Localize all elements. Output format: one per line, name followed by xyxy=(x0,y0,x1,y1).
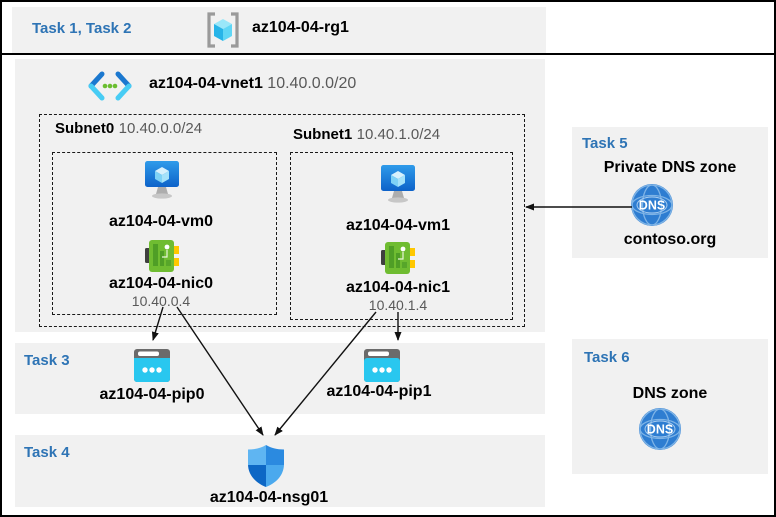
resource-group-icon xyxy=(207,12,239,48)
nic0-name: az104-04-nic0 xyxy=(108,275,214,292)
pip0-name: az104-04-pip0 xyxy=(99,386,205,403)
vnet-container: az104-04-vnet1 10.40.0.0/20 Subnet0 10.4… xyxy=(15,59,545,332)
task6-box: Task 6 DNS zone DNS xyxy=(572,339,768,474)
pip0-public-ip-icon xyxy=(134,349,170,382)
subnet0-box xyxy=(52,152,277,315)
vm1-vm-icon xyxy=(381,165,415,203)
dns-zone-title: DNS zone xyxy=(632,385,708,402)
subnet1-name: Subnet1 xyxy=(293,126,353,143)
private-dns-zone-title: Private DNS zone xyxy=(603,159,737,176)
task3-label: Task 3 xyxy=(24,352,70,369)
task6-label: Task 6 xyxy=(584,349,630,366)
task3-band: Task 3 az104-04-pip0 az104-04-pip1 xyxy=(15,343,545,414)
nsg-name: az104-04-nsg01 xyxy=(209,489,329,506)
private-dns-zone-name: contoso.org xyxy=(623,231,717,248)
nic0-nic-icon xyxy=(145,240,179,272)
subnet1-header: Subnet1 10.40.1.0/24 xyxy=(293,126,440,144)
nic1-ip: 10.40.1.4 xyxy=(368,297,428,313)
task5-box: Task 5 Private DNS zone DNS contoso.org xyxy=(572,127,768,258)
resource-group-name: az104-04-rg1 xyxy=(252,19,349,36)
task4-label: Task 4 xyxy=(24,444,70,461)
vm0-vm-icon xyxy=(145,161,179,199)
nic1-name: az104-04-nic1 xyxy=(345,279,451,296)
task5-label: Task 5 xyxy=(582,135,628,152)
vnet-icon xyxy=(88,71,132,101)
vnet-name: az104-04-vnet1 xyxy=(149,75,263,92)
subnet1-box xyxy=(290,152,513,320)
task4-band: Task 4 az104-04-nsg01 xyxy=(15,435,545,507)
nsg-shield-icon xyxy=(248,445,284,487)
nic0-ip: 10.40.0.4 xyxy=(131,293,191,309)
nic1-nic-icon xyxy=(381,242,415,274)
vnet-cidr: 10.40.0.0/20 xyxy=(267,75,357,92)
pip1-public-ip-icon xyxy=(364,349,400,382)
dns-zone-globe-icon: DNS xyxy=(639,408,681,450)
vnet-title: az104-04-vnet1 10.40.0.0/20 xyxy=(149,75,356,93)
vm1-name: az104-04-vm1 xyxy=(345,217,451,234)
subnet0-cidr: 10.40.0.0/24 xyxy=(118,120,203,137)
dns-icon-text: DNS xyxy=(639,199,665,213)
subnet0-header: Subnet0 10.40.0.0/24 xyxy=(55,120,202,138)
private-dns-globe-icon: DNS xyxy=(631,184,673,226)
header-divider xyxy=(2,53,774,55)
pip1-name: az104-04-pip1 xyxy=(326,383,432,400)
task-1-2-label: Task 1, Task 2 xyxy=(32,20,132,37)
vm0-name: az104-04-vm0 xyxy=(108,213,214,230)
subnet1-cidr: 10.40.1.0/24 xyxy=(356,126,441,143)
resource-group-band: Task 1, Task 2 az104-04-rg1 xyxy=(12,7,546,53)
subnet0-name: Subnet0 xyxy=(55,120,115,137)
dns-icon-text: DNS xyxy=(647,423,673,437)
